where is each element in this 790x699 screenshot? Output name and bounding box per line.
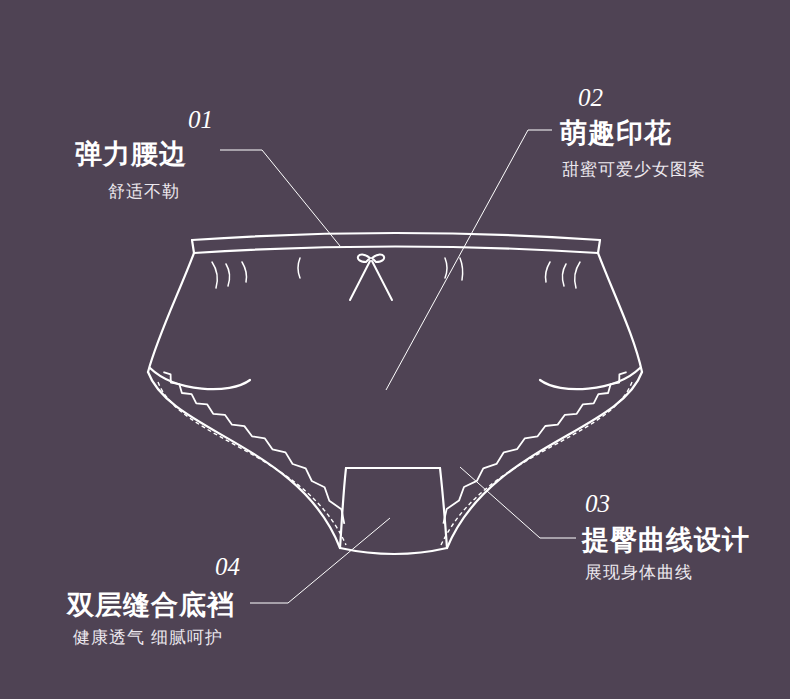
gather-stroke	[298, 258, 300, 278]
gather-stroke	[460, 258, 463, 280]
left-leg-edge	[148, 372, 340, 548]
leader-line	[250, 518, 390, 603]
left-lace-top	[150, 368, 250, 389]
waistband-end	[598, 240, 600, 253]
leader-line	[220, 150, 340, 246]
leader-line	[386, 130, 552, 390]
gather-stroke	[226, 264, 230, 286]
feature-note: 甜蜜可爱少女图案	[562, 158, 706, 181]
gather-stroke	[212, 262, 217, 288]
gather-stroke	[546, 262, 551, 282]
lace-scallops	[163, 372, 626, 524]
bow-loop	[372, 254, 384, 262]
gather-stroke	[242, 262, 247, 282]
waistband-top	[192, 233, 600, 240]
stitching	[158, 382, 632, 545]
underwear-outline	[148, 233, 642, 554]
left-stitch	[158, 382, 346, 545]
right-leg-edge	[447, 372, 642, 548]
left-side	[148, 253, 194, 372]
callout-number: 04	[215, 553, 240, 581]
feature-note: 健康透气 细腻呵护	[73, 626, 223, 649]
feature-title: 弹力腰边	[75, 136, 187, 172]
right-lace-top	[540, 368, 640, 389]
gather-stroke	[575, 262, 580, 288]
callout-number: 01	[188, 106, 213, 134]
right-side	[598, 253, 642, 372]
waistband-end	[192, 240, 194, 253]
feature-title: 萌趣印花	[560, 115, 672, 151]
lace-edge	[443, 372, 626, 523]
callout-number: 02	[578, 84, 603, 112]
feature-note: 展现身体曲线	[585, 561, 693, 584]
leader-line	[460, 467, 576, 538]
feature-title: 提臀曲线设计	[582, 522, 750, 558]
gathers	[212, 258, 580, 288]
gather-stroke	[445, 258, 447, 278]
gather-stroke	[562, 264, 566, 286]
leader-lines	[220, 130, 576, 603]
callout-number: 03	[585, 490, 610, 518]
lace-edge	[163, 372, 344, 524]
bow-tails	[350, 261, 392, 300]
right-stitch	[441, 382, 632, 545]
bow	[350, 254, 392, 300]
feature-note: 舒适不勒	[108, 180, 180, 203]
gusset-seam	[346, 467, 440, 469]
waistband-bottom	[194, 247, 598, 254]
feature-title: 双层缝合底裆	[67, 587, 235, 623]
crotch-edge	[340, 548, 447, 554]
bow-loop	[358, 254, 370, 262]
